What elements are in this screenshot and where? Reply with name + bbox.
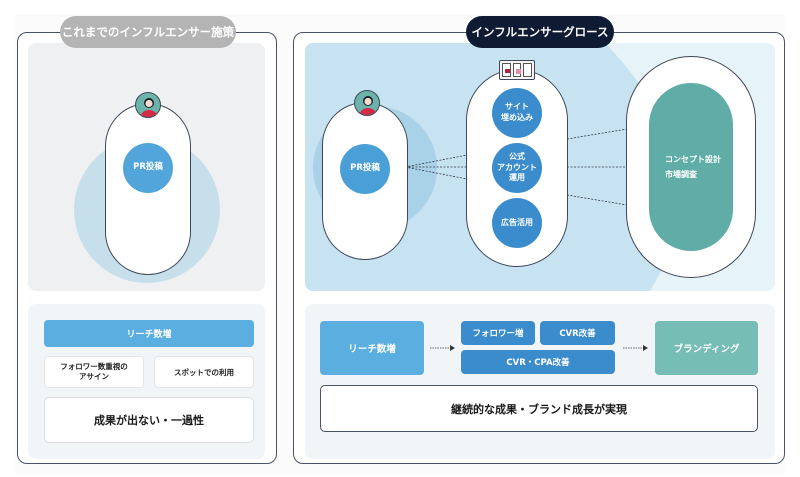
conventional-result-label: 成果が出ない・一過性 (94, 414, 204, 427)
reach-increase-box: リーチ数増 (44, 320, 254, 347)
follower-focus-line1: フォロワー数重視の (60, 362, 128, 372)
ad-usage-circle: 広告活用 (492, 198, 542, 248)
conventional-outcome-area: リーチ数増 フォロワー数重視の アサイン スポットでの利用 成果が出ない・一過性 (28, 304, 265, 459)
reach-increase-box: リーチ数増 (320, 321, 424, 375)
official-account-circle: 公式アカウント運用 (492, 143, 542, 193)
branding-label: ブランディング (673, 344, 740, 355)
reach-increase-label: リーチ数増 (348, 344, 396, 355)
follower-focus-line2: アサイン (79, 372, 109, 381)
growth-diagram-area: PR投稿 サイト埋め込み 公式アカウント運用 広告活用 コンセプト設計 市場調査 (305, 43, 775, 291)
conventional-result-box: 成果が出ない・一過性 (44, 397, 254, 443)
cvr-improvement-box: CVR改善 (540, 321, 615, 345)
growth-tag: インフルエンサーグロース (466, 16, 614, 48)
connection-lines (404, 128, 628, 206)
ad-usage-label: 広告活用 (501, 217, 533, 227)
influencer-avatar-icon (135, 92, 161, 118)
pr-post-label: PR投稿 (350, 163, 380, 174)
official-account-line3: 運用 (509, 173, 525, 183)
reach-increase-label: リーチ数増 (126, 330, 172, 340)
branding-box: ブランディング (655, 321, 758, 375)
spot-usage-label: スポットでの利用 (174, 367, 234, 377)
official-account-line2: アカウント (497, 162, 537, 172)
concept-design-core: コンセプト設計 市場調査 (649, 83, 733, 251)
growth-result-box: 継続的な成果・ブランド成長が実現 (320, 385, 758, 432)
pr-post-label: PR投稿 (133, 162, 163, 173)
growth-result-label: 継続的な成果・ブランド成長が実現 (451, 402, 627, 416)
growth-outcome-area: リーチ数増 フォロワー増 CVR改善 CVR・CPA改善 ブランディング 継続的… (305, 304, 775, 459)
cvr-cpa-improvement-label: CVR・CPA改善 (506, 358, 570, 368)
concept-design-label: コンセプト設計 (665, 154, 721, 164)
site-embed-line1: サイト (505, 102, 529, 112)
site-embed-circle: サイト埋め込み (492, 88, 542, 138)
cvr-cpa-improvement-box: CVR・CPA改善 (461, 350, 615, 374)
conventional-tag-label: これまでのインフルエンサー施策 (61, 25, 235, 39)
market-research-label: 市場調査 (665, 170, 697, 179)
cards-icon (499, 60, 535, 80)
cvr-improvement-label: CVR改善 (559, 329, 596, 339)
official-account-line1: 公式 (509, 151, 525, 161)
pr-post-circle: PR投稿 (340, 144, 390, 194)
arrow-icon (430, 345, 455, 351)
conventional-diagram-area: PR投稿 (28, 43, 265, 291)
influencer-avatar-icon (354, 90, 380, 116)
follower-focus-box: フォロワー数重視の アサイン (44, 356, 144, 388)
growth-tag-label: インフルエンサーグロース (471, 25, 609, 39)
conventional-tag: これまでのインフルエンサー施策 (60, 16, 236, 48)
pr-post-circle: PR投稿 (123, 143, 173, 193)
site-embed-line2: 埋め込み (501, 113, 533, 122)
arrow-icon (623, 345, 648, 351)
spot-usage-box: スポットでの利用 (154, 356, 254, 388)
follower-increase-box: フォロワー増 (461, 321, 535, 345)
follower-increase-label: フォロワー増 (472, 329, 524, 339)
